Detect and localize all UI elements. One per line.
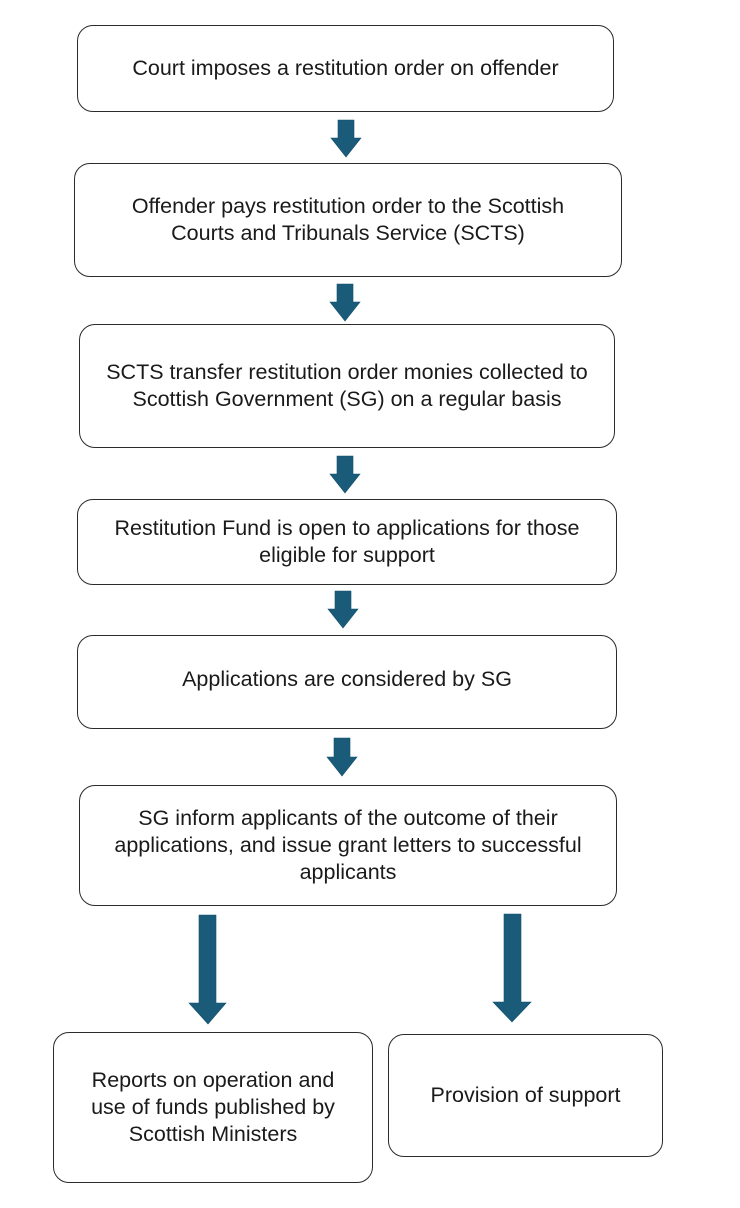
step-text: SG inform applicants of the outcome of t… [114,806,582,884]
step-text: Court imposes a restitution order on off… [132,56,559,80]
step-offender-pays: Offender pays restitution order to the S… [74,163,622,277]
step-text: Applications are considered by SG [182,667,512,691]
step-sg-inform: SG inform applicants of the outcome of t… [79,785,617,906]
arrow-down-icon [330,119,362,158]
arrow-down-icon [327,590,359,629]
arrow-down-icon [329,283,361,322]
step-reports: Reports on operation and use of funds pu… [53,1032,373,1183]
step-applications-considered: Applications are considered by SG [77,635,617,729]
arrow-down-icon [326,737,358,777]
step-scts-transfer: SCTS transfer restitution order monies c… [79,324,615,448]
step-text: SCTS transfer restitution order monies c… [106,360,588,411]
step-text: Restitution Fund is open to applications… [114,516,580,567]
step-text: Provision of support [430,1083,621,1107]
arrow-down-icon [492,913,532,1023]
step-provision: Provision of support [388,1034,663,1157]
step-fund-open: Restitution Fund is open to applications… [77,499,617,585]
step-text: Offender pays restitution order to the S… [131,194,565,245]
arrow-down-icon [329,455,361,494]
arrow-down-icon [188,914,227,1025]
step-text: Reports on operation and use of funds pu… [91,1068,335,1146]
step-court-order: Court imposes a restitution order on off… [77,25,614,112]
